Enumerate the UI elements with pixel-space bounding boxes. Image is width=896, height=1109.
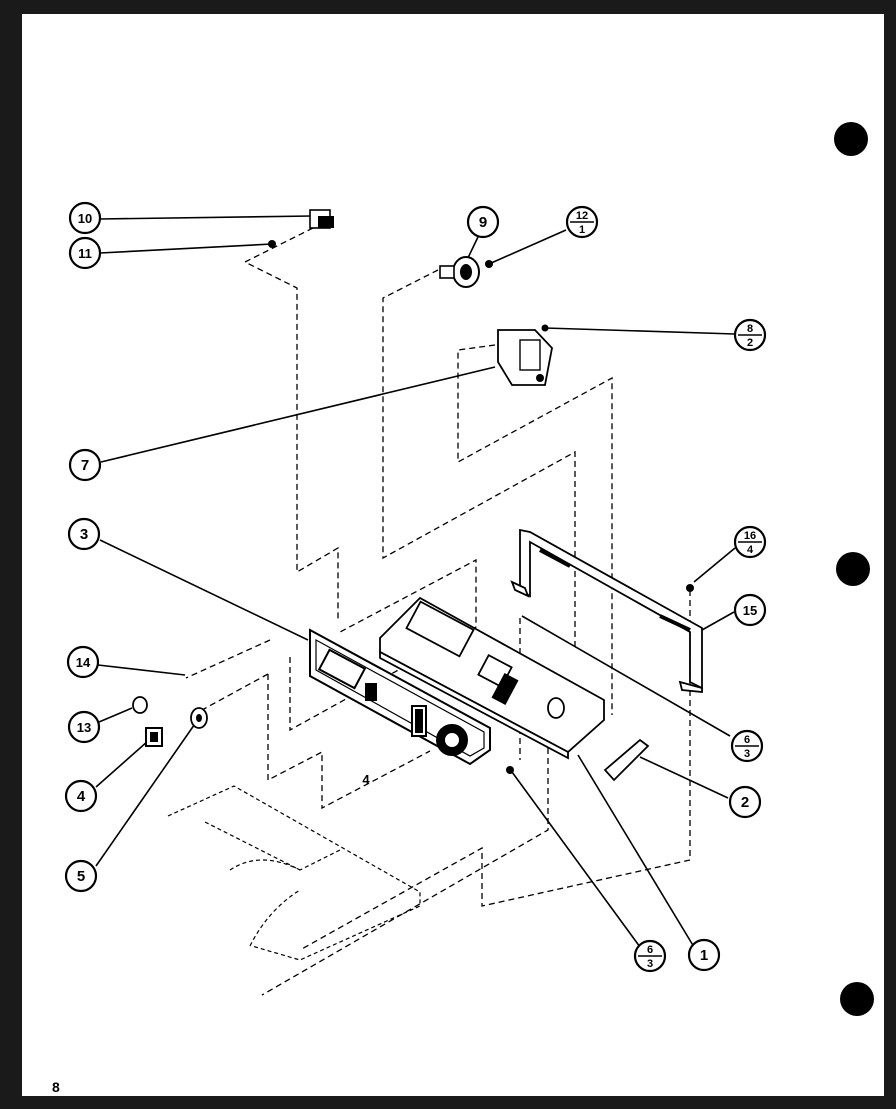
part-2-handle [603,738,650,782]
leader-line-4 [95,740,149,788]
callout-number: 3 [80,526,88,543]
callout-reference: 4 [747,544,754,556]
callout-number: 2 [741,794,749,811]
callout-number: 10 [78,211,92,226]
callout-number: 6 [744,734,750,746]
callout-number: 7 [81,457,89,474]
callout-number: 12 [576,210,588,222]
part-15-bracket [510,528,703,693]
part-9-dial [439,256,480,288]
callout-c6b: 63 [633,939,667,973]
callout-c11: 11 [68,236,102,270]
part-16-screw [686,584,694,592]
part-7-timer [497,329,553,386]
callout-circle [67,517,101,551]
callout-c12: 121 [565,205,599,239]
callout-circle [67,710,101,744]
binder-hole-top [834,122,868,156]
leader-line-12 [488,229,567,265]
callout-number: 14 [76,655,91,670]
callout-circle [466,205,500,239]
callout-c1: 1 [687,938,721,972]
callout-circle [64,779,98,813]
callout-c8: 82 [733,318,767,352]
part-1-console-housing [379,596,605,760]
part-4-button [145,727,163,747]
callout-circle [68,236,102,270]
leader-line-11 [99,243,273,254]
callout-number: 5 [77,868,85,885]
part-6-screw [506,766,514,774]
leader-line-1 [577,754,695,948]
callout-number: 13 [77,720,91,735]
callout-c6a: 63 [730,729,764,763]
part-10-switch [309,209,334,229]
part-12-screw [485,260,493,268]
callout-c10: 10 [68,201,102,235]
leader-line-6a [521,615,731,737]
callout-number: 8 [747,323,753,335]
callout-c14: 14 [66,645,100,679]
parts-diagram-sheet [22,14,884,1096]
leader-line-14 [97,664,186,676]
cabinet-top-outline [167,785,421,961]
leader-line-16 [693,547,736,583]
callout-reference: 1 [579,224,585,236]
callout-c7: 7 [68,448,102,482]
callout-number: 6 [647,944,653,956]
callout-number: 11 [78,246,92,261]
dimension-label: 4 [362,772,370,787]
binder-hole-middle [836,552,870,586]
callout-number: 1 [700,947,708,964]
callout-circle [687,938,721,972]
callout-circle [728,785,762,819]
callout-c9: 9 [466,205,500,239]
callout-number: 4 [77,788,86,805]
part-11-screw [268,240,276,248]
callout-c15: 15 [733,593,767,627]
binder-hole-bottom [840,982,874,1016]
callout-reference: 2 [747,337,753,349]
callout-c16: 164 [733,525,767,559]
leader-line-10 [99,215,313,220]
leader-line-5 [95,717,200,867]
part-3-control-panel [309,628,491,766]
callout-reference: 3 [744,748,750,760]
callout-c13: 13 [67,710,101,744]
part-8-screw [541,324,549,332]
callout-c3: 3 [67,517,101,551]
leader-line-3 [99,539,309,641]
callout-circle [64,859,98,893]
callout-circle [68,448,102,482]
leader-line-7 [100,366,496,463]
leader-line-15 [701,611,735,631]
callout-c4: 4 [64,779,98,813]
callout-c5: 5 [64,859,98,893]
callout-circle [66,645,100,679]
callout-reference: 3 [647,958,653,970]
callout-circle [68,201,102,235]
callout-c2: 2 [728,785,762,819]
page-number: 8 [52,1079,60,1095]
leader-line-6b [511,771,641,948]
callout-number: 15 [743,603,757,618]
leader-line-13 [98,707,133,723]
part-13-knob [132,696,148,714]
part-5-washer [190,707,208,729]
callout-number: 16 [744,530,756,542]
leader-line-2 [639,756,729,799]
leader-line-8 [544,327,736,335]
callout-number: 9 [479,214,487,231]
callout-circle [733,593,767,627]
